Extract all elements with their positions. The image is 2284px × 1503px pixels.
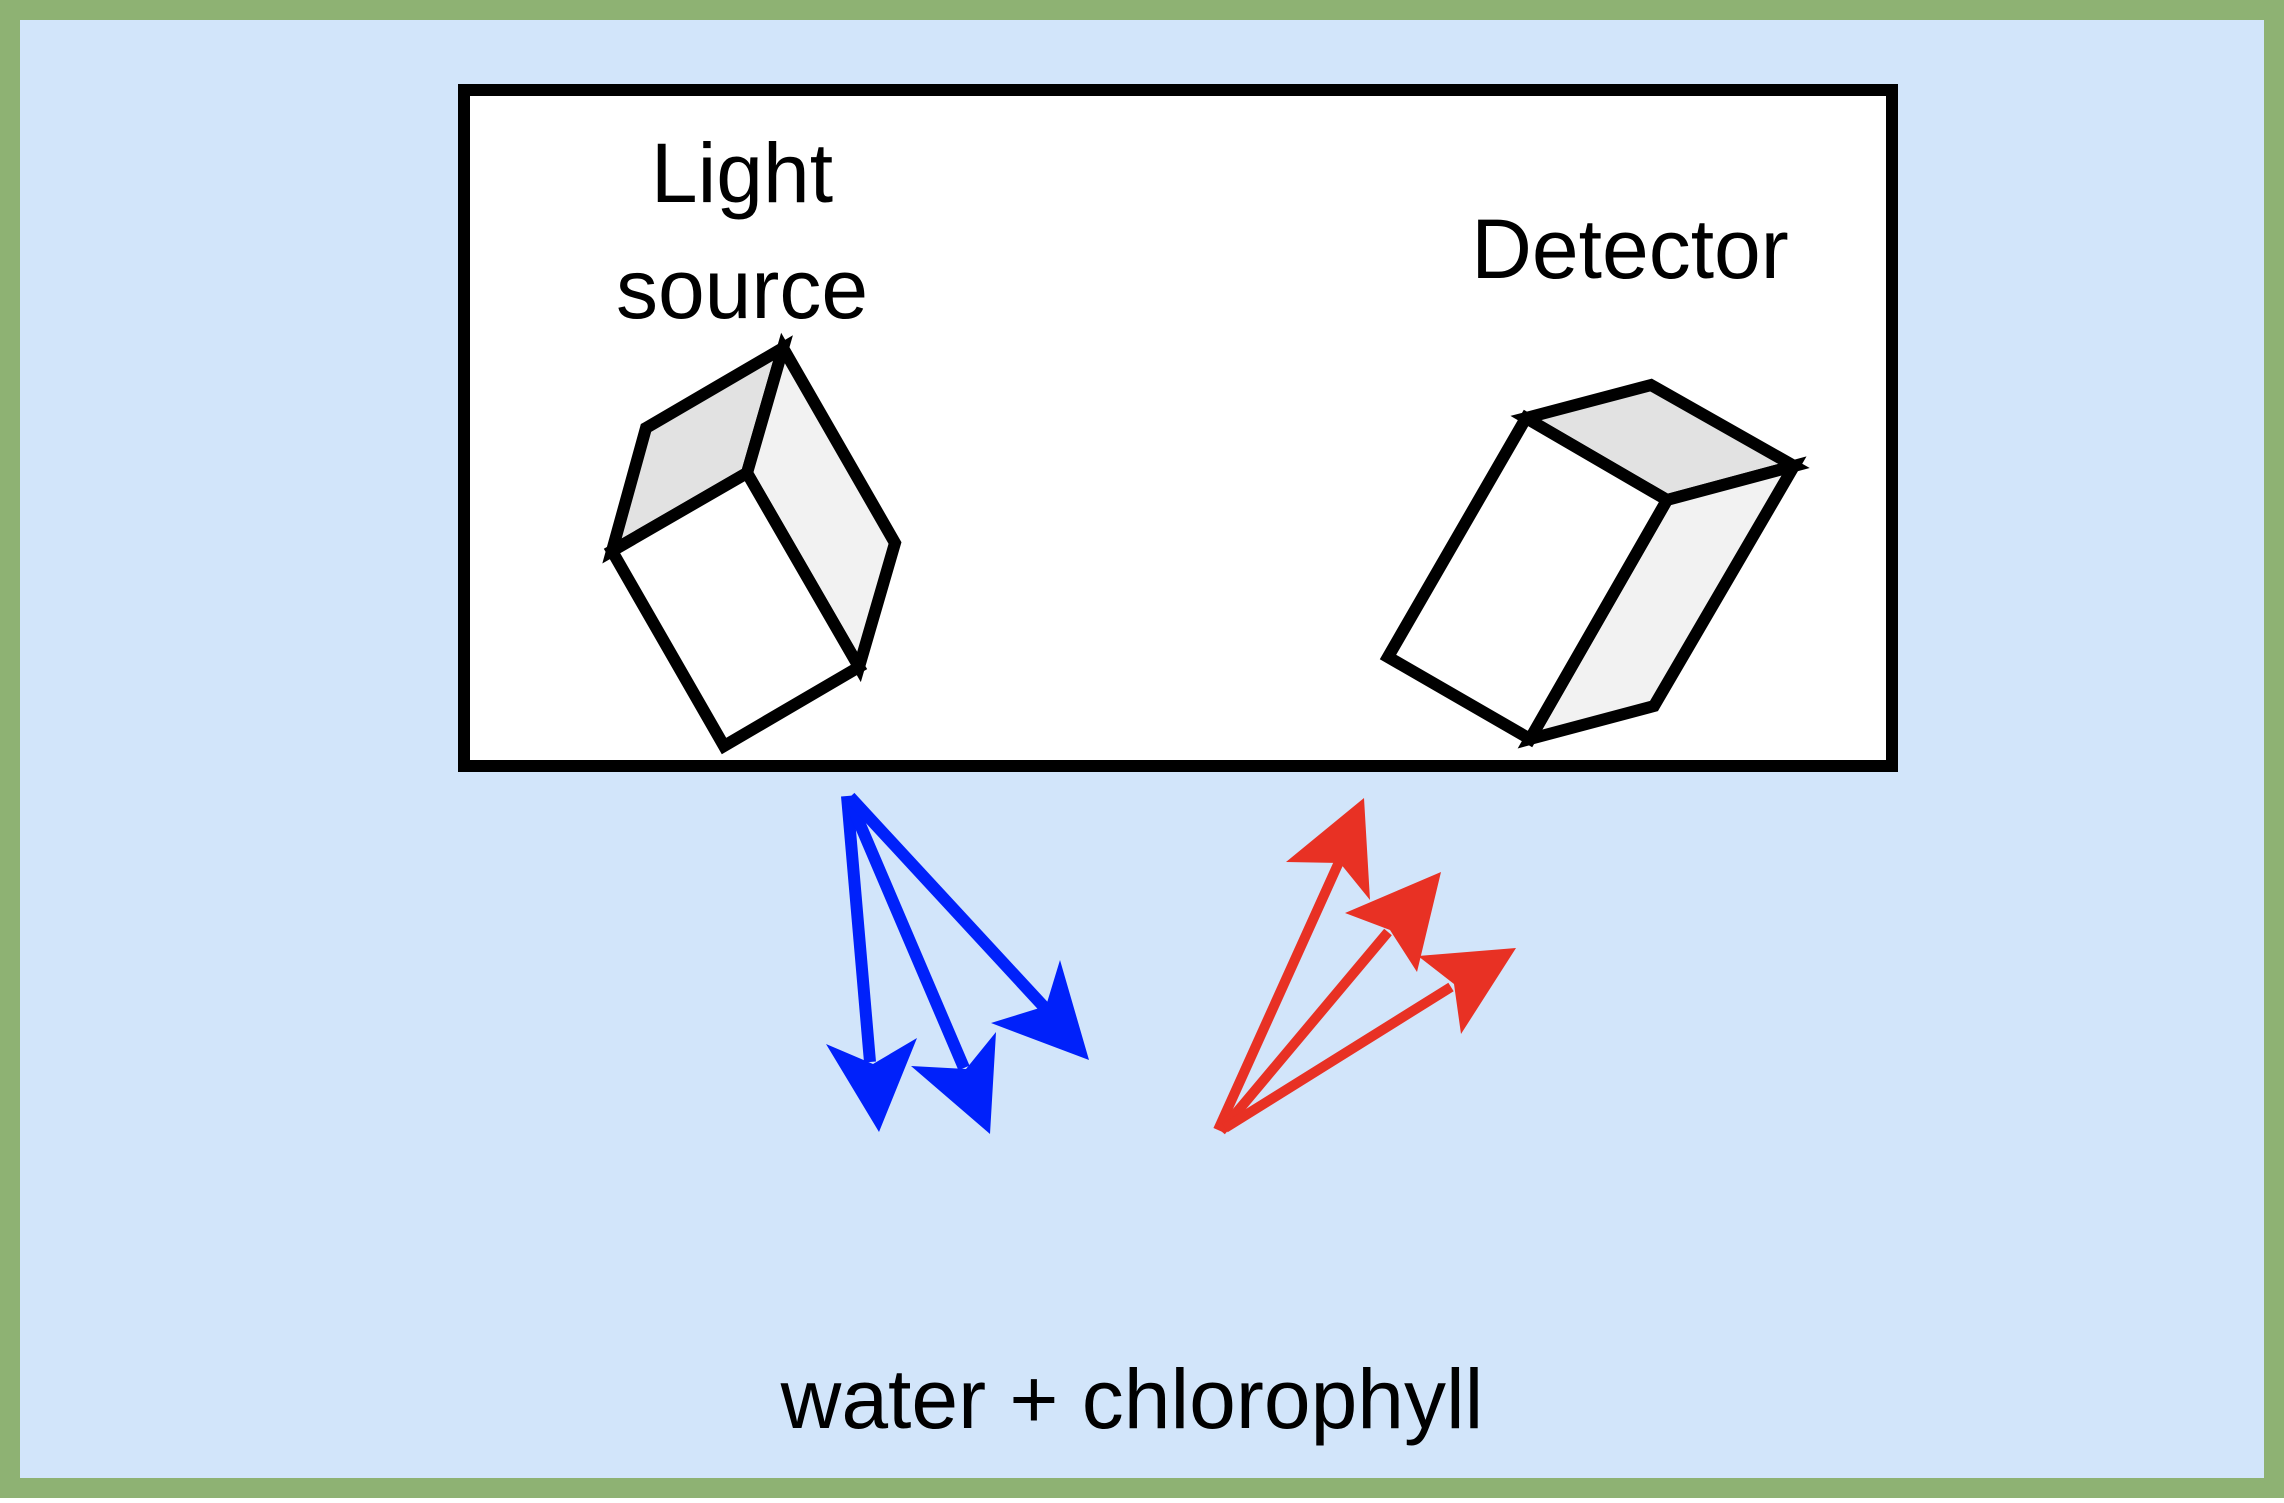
- fluorescence-arrows: [1213, 798, 1516, 1135]
- blue-arrow-head-1: [826, 1038, 917, 1132]
- detector-box: [1379, 378, 1810, 749]
- blue-arrow-shaft-1: [841, 795, 876, 1063]
- light-source-label-line1: Light: [651, 126, 833, 220]
- blue-arrow-shaft-2: [847, 805, 970, 1071]
- red-arrow-shaft-3: [1222, 982, 1454, 1133]
- light-source-box-front-face: [603, 464, 868, 755]
- red-arrow-head-3: [1418, 948, 1516, 1034]
- red-arrow-shaft-1: [1213, 859, 1344, 1133]
- red-arrow-head-1: [1286, 798, 1370, 900]
- light-source-label-line2: source: [616, 242, 868, 336]
- light-source-box: [602, 332, 902, 755]
- detector-label: Detector: [1471, 202, 1788, 296]
- red-arrow-shaft-2: [1217, 928, 1392, 1135]
- blue-arrow-shaft-3: [845, 792, 1050, 1013]
- blue-arrow-head-3: [991, 960, 1089, 1060]
- excitation-arrows: [826, 792, 1089, 1134]
- medium-label: water + chlorophyll: [780, 1352, 1484, 1446]
- detector-box-front-face: [1379, 409, 1676, 748]
- blue-arrow-head-2: [911, 1032, 996, 1134]
- red-arrow-head-2: [1345, 872, 1441, 972]
